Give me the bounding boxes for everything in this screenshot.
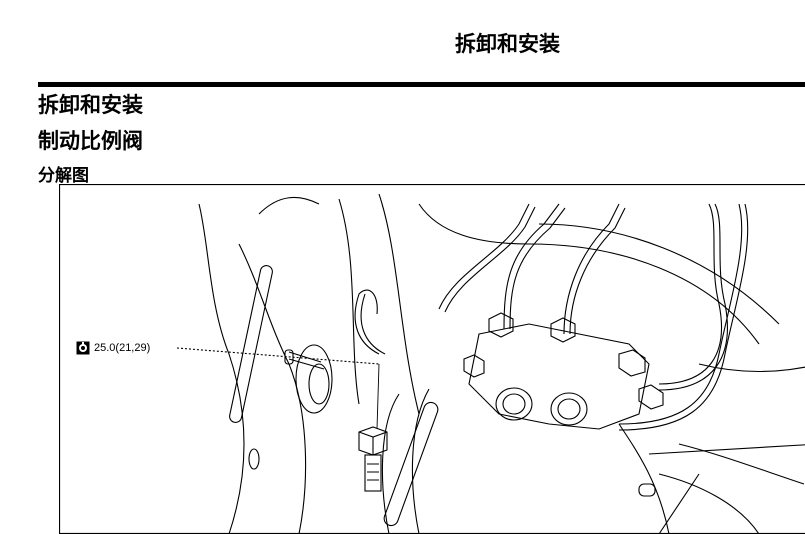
brake-line-5 [619,204,742,424]
torque-leader-line [177,348,379,364]
body-panel [199,204,244,534]
lower-slot [639,484,655,496]
mounting-bracket [382,394,399,534]
section-title: 拆卸和安装 [38,89,143,119]
torque-wrench-icon [76,341,90,355]
header-rule [38,82,805,87]
body-panel-edge [239,244,306,534]
brake-line-2 [504,204,559,329]
figure-frame [60,185,805,534]
brake-line-6 [355,290,379,354]
page-header-title: 拆卸和安装 [0,28,805,58]
hole-left [249,449,259,469]
exploded-view-title: 分解图 [38,161,89,186]
upper-panel-curve [259,197,319,214]
brake-line-4 [659,204,722,384]
slot-left [228,265,273,424]
proportioning-valve [464,313,663,429]
torque-callout: 25.0(21,29) [76,341,150,355]
component-title: 制动比例阀 [38,125,143,155]
brake-line-1 [439,204,529,309]
exploded-view-figure [59,184,805,534]
torque-value: 25.0(21,29) [94,342,150,354]
brake-line-3 [564,204,619,334]
slot-lower [382,401,440,528]
grommet [285,345,332,413]
